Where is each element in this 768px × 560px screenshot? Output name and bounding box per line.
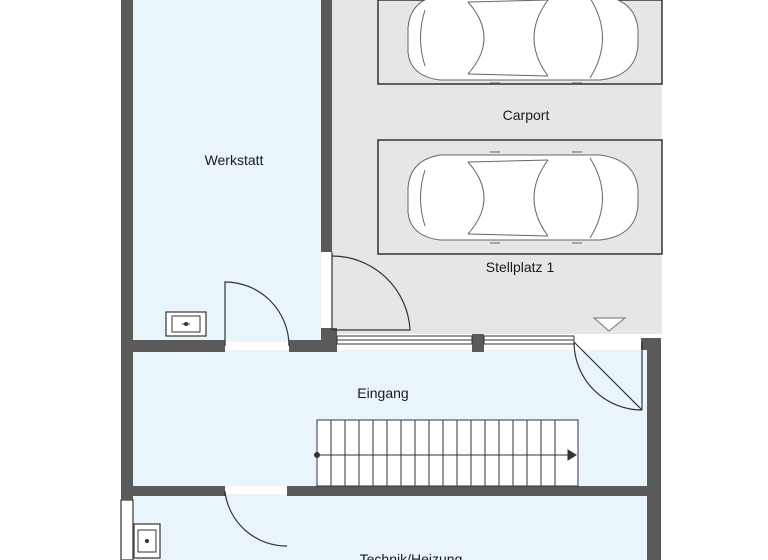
car-icon (407, 151, 639, 244)
stellplatz-label: Stellplatz 1 (486, 259, 555, 275)
stair-icon (314, 419, 579, 487)
carport-label: Carport (503, 107, 550, 123)
werkstatt-label: Werkstatt (205, 152, 264, 168)
eingang-label: Eingang (357, 385, 408, 401)
technik-label: Technik/Heizung (360, 551, 463, 560)
sink-icon (165, 311, 207, 337)
werkstatt-room (133, 0, 321, 342)
window (336, 335, 575, 345)
technik-room (133, 494, 647, 560)
car-icon (407, 0, 639, 84)
sink-icon (133, 523, 161, 559)
entrance-arrow-icon (592, 317, 627, 332)
walls (120, 0, 661, 560)
